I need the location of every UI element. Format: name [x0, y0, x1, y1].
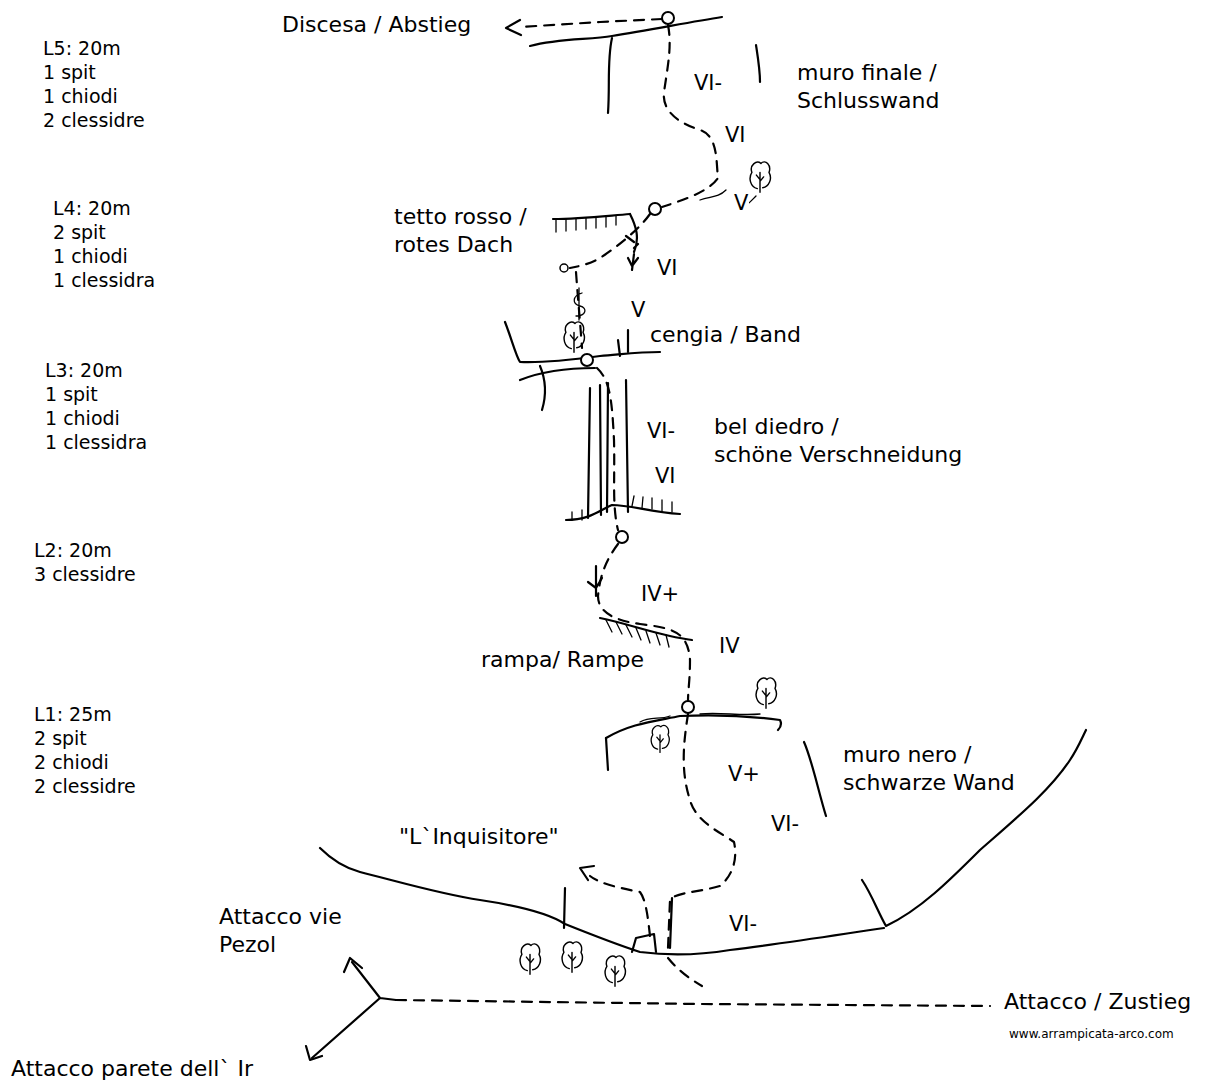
tree-symbol	[605, 956, 625, 986]
pitch-info: L4: 20m	[52, 197, 132, 220]
rock-edge	[606, 715, 781, 738]
pitch-info: 1 chiodi	[52, 245, 129, 268]
crack-mark	[588, 566, 602, 596]
pitch-info: L5: 20m	[42, 37, 122, 60]
rock-edge	[608, 38, 612, 113]
overhang-hatching	[572, 496, 672, 520]
descent-path	[520, 19, 662, 27]
route-line	[597, 368, 618, 530]
descent-label: Discesa / Abstieg	[281, 12, 472, 38]
red-roof	[553, 214, 630, 219]
belay-station	[649, 203, 661, 215]
pitch-info: L1: 25m	[33, 703, 113, 726]
approach-arrow	[306, 958, 362, 1060]
grade-label: IV	[718, 634, 741, 659]
belay-station	[581, 354, 593, 366]
feature-label: cengia / Band	[649, 322, 802, 348]
belay-station	[662, 12, 674, 24]
belay-station	[682, 701, 694, 713]
feature-label: bel diedro / schöne Verschneidung	[713, 413, 963, 469]
tree-symbol	[750, 162, 770, 192]
grade-label: V	[630, 298, 646, 323]
pitch-info: 2 clessidre	[42, 109, 146, 132]
descent-arrow	[506, 20, 521, 35]
rock-base	[320, 848, 884, 954]
grade-label: VI	[656, 256, 679, 281]
pitch-info: 1 clessidra	[52, 269, 156, 292]
route-name: "L`Inquisitore"	[398, 824, 560, 850]
squiggle-mark	[574, 288, 585, 320]
pitch-info: 1 spit	[42, 61, 97, 84]
piton-ring	[560, 264, 568, 272]
pitch-info: 2 spit	[52, 221, 107, 244]
feature-label: muro finale / Schlusswand	[796, 59, 940, 115]
dihedral-edge	[588, 380, 628, 518]
rock-edge	[564, 888, 672, 948]
tree-symbol	[520, 944, 540, 974]
ledge-edge	[640, 713, 760, 722]
grade-label: VI-	[770, 812, 800, 837]
pitch-info: 1 clessidra	[44, 431, 148, 454]
grade-label: VI-	[693, 71, 723, 96]
approach-fork	[312, 962, 396, 1058]
route-line	[590, 876, 650, 936]
roof-hatching	[556, 216, 616, 232]
pitch-info: 1 spit	[44, 383, 99, 406]
feature-label: rampa/ Rampe	[480, 647, 645, 673]
pitch-info: 1 chiodi	[44, 407, 121, 430]
grade-label: VI	[724, 123, 747, 148]
rock-edge	[756, 45, 760, 82]
pitch-info: 2 spit	[33, 727, 88, 750]
pitch-info: 1 chiodi	[42, 85, 119, 108]
grade-label: VI	[654, 464, 677, 489]
rock-edge	[566, 505, 680, 520]
access-label: Attacco vie Pezol	[218, 903, 343, 959]
grade-label: VI-	[728, 912, 758, 937]
grade-label: V+	[727, 762, 761, 787]
approach-path	[668, 958, 702, 986]
approach-path	[396, 1000, 990, 1006]
grade-label: IV+	[640, 582, 680, 607]
tree-symbol	[564, 322, 584, 352]
rock-edge	[606, 738, 826, 816]
pitch-info: L2: 20m	[33, 539, 113, 562]
tree-symbol	[562, 942, 582, 972]
access-label: Attacco parete dell` Ir	[10, 1056, 254, 1082]
pitch-info: 2 chiodi	[33, 751, 110, 774]
route-line	[570, 214, 650, 268]
feature-label: tetto rosso / rotes Dach	[393, 203, 528, 259]
route-line	[668, 714, 735, 948]
belay-station	[616, 531, 628, 543]
pitch-info: 3 clessidre	[33, 563, 137, 586]
rock-edge	[626, 214, 638, 270]
ramp-hatching	[606, 620, 669, 647]
pitch-info: L3: 20m	[44, 359, 124, 382]
ramp-edge	[600, 618, 692, 640]
pitch-info: 2 clessidre	[33, 775, 137, 798]
start-block	[632, 934, 656, 952]
watermark: www.arrampicata-arco.com	[1008, 1027, 1175, 1041]
tree-symbol	[756, 678, 776, 708]
route-arrow	[580, 866, 594, 880]
access-label: Attacco / Zustieg	[1003, 989, 1192, 1015]
feature-label: muro nero / schwarze Wand	[842, 741, 1016, 797]
route-line	[662, 25, 718, 207]
grade-label: V	[733, 191, 749, 216]
grade-label: VI-	[646, 419, 676, 444]
route-line	[598, 544, 690, 701]
tree-symbol	[651, 725, 669, 752]
